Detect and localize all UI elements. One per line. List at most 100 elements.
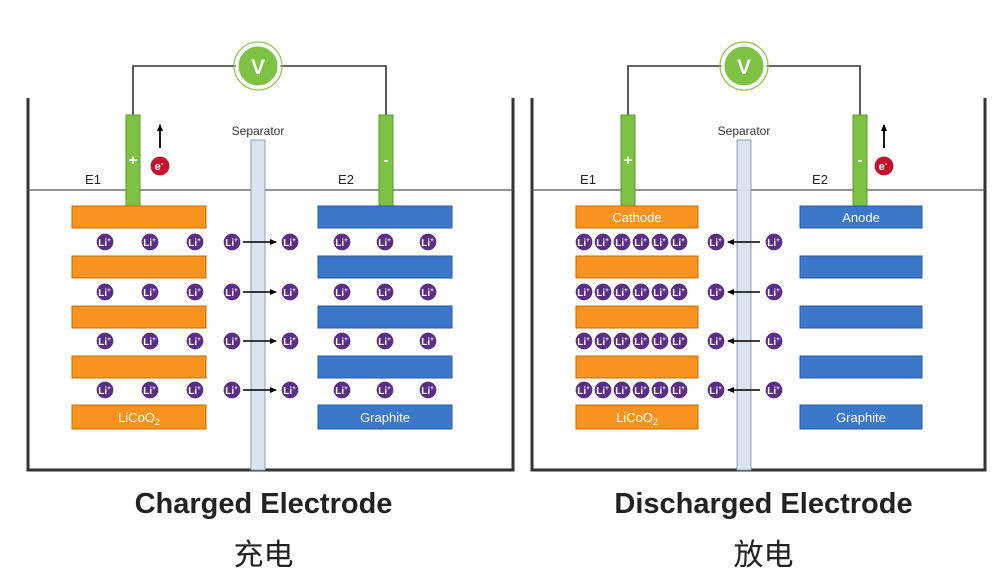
discharged-cathode-ion-1-3 <box>612 232 632 252</box>
charged-cathode-ion-3-3-charge: + <box>197 337 201 343</box>
discharged-moving-ion-b-3-charge: + <box>776 337 780 343</box>
charged-cathode-ion-3-3 <box>185 331 205 351</box>
charged-cathode-ion-4-3-charge: + <box>197 386 201 392</box>
charged-cathode-ion-2-3-label: Li+ <box>188 288 201 299</box>
discharged-moving-ion-a-1-charge: + <box>718 238 722 244</box>
discharged-moving-ion-a-2-label: Li+ <box>709 288 722 299</box>
charged-cathode-ion-1-3-label: Li+ <box>188 238 201 249</box>
charged-anode-ion-4-3-charge: + <box>430 386 434 392</box>
discharged-moving-ion-a-1-label: Li+ <box>709 238 722 249</box>
discharged-cathode-ion-2-1-charge: + <box>586 288 590 294</box>
charged-cathode-ion-1-2 <box>140 232 160 252</box>
discharged-left-terminal-name: E1 <box>580 172 596 187</box>
discharged-cathode-ion-4-2-label: Li+ <box>596 386 609 397</box>
charged-anode-ion-1-3-charge: + <box>430 238 434 244</box>
discharged-cathode-ion-1-3-label: Li+ <box>615 238 628 249</box>
discharged-cathode-ion-2-6-charge: + <box>681 288 685 294</box>
discharged-cathode-ion-2-1 <box>574 282 594 302</box>
discharged-cathode-ion-2-2 <box>593 282 613 302</box>
charged-cathode-ion-2-2-label: Li+ <box>143 288 156 299</box>
discharged-cathode-ion-2-2-label: Li+ <box>596 288 609 299</box>
discharged-electron-minus: - <box>885 159 888 168</box>
discharged-cathode-ion-3-6 <box>669 331 689 351</box>
discharged-cathode-ion-2-4 <box>631 282 651 302</box>
charged-anode-ion-2-2 <box>375 282 395 302</box>
charged-voltmeter-ring <box>233 41 283 91</box>
discharged-right-terminal-name: E2 <box>812 172 828 187</box>
charged-moving-ion-a-1-label: Li+ <box>225 238 238 249</box>
charged-tank <box>26 98 515 472</box>
charged-cathode-ion-2-3 <box>185 282 205 302</box>
discharged-cathode-ion-4-1-label: Li+ <box>577 386 590 397</box>
charged-anode-ion-1-2 <box>375 232 395 252</box>
charged-moving-ion-a-2-label: Li+ <box>225 288 238 299</box>
charged-cathode-label-sub: 2 <box>155 417 160 427</box>
charged-cathode-ion-4-3 <box>185 380 205 400</box>
discharged-cathode-ion-4-1-charge: + <box>586 386 590 392</box>
charged-cathode-ion-3-1-label: Li+ <box>98 337 111 348</box>
discharged-cathode-ion-2-3-charge: + <box>624 288 628 294</box>
discharged-cathode-ion-3-6-charge: + <box>681 337 685 343</box>
charged-wire <box>132 65 387 115</box>
discharged-moving-ion-b-3-label: Li+ <box>767 337 780 348</box>
discharged-wire <box>627 65 861 115</box>
charged-moving-ion-a-4 <box>222 380 242 400</box>
discharged-anode-base <box>799 404 923 430</box>
charged-anode-ion-4-1-label: Li+ <box>335 386 348 397</box>
discharged-anode-layer-1 <box>799 205 923 229</box>
charged-moving-ion-b-3-label: Li+ <box>283 337 296 348</box>
discharged-cathode-ion-2-3 <box>612 282 632 302</box>
discharged-voltmeter-ring <box>719 41 769 91</box>
charged-cathode-ion-2-2-charge: + <box>152 288 156 294</box>
charged-moving-ion-b-1-charge: + <box>292 238 296 244</box>
charged-moving-ion-b-4 <box>280 380 300 400</box>
discharged-cathode-ion-4-4 <box>631 380 651 400</box>
discharged-cathode-ion-1-5-charge: + <box>662 238 666 244</box>
charged-cathode-ion-1-2-charge: + <box>152 238 156 244</box>
discharged-moving-ion-a-2 <box>706 282 726 302</box>
charged-moving-ion-a-2-charge: + <box>234 288 238 294</box>
discharged-cathode-ion-1-1 <box>574 232 594 252</box>
discharged-cathode-ion-1-6-label: Li+ <box>672 238 685 249</box>
discharged-cathode-base <box>575 404 699 430</box>
discharged-electron-label: e- <box>879 159 888 173</box>
discharged-moving-ion-b-2 <box>764 282 784 302</box>
discharged-moving-ion-b-1 <box>764 232 784 252</box>
discharged-cathode-ion-2-5-label: Li+ <box>653 288 666 299</box>
charged-anode-layer-1 <box>317 205 453 229</box>
discharged-cathode-ion-4-5-label: Li+ <box>653 386 666 397</box>
charged-cathode-ion-2-1 <box>95 282 115 302</box>
charged-right-terminal-name: E2 <box>338 172 354 187</box>
discharged-cathode-ion-3-1 <box>574 331 594 351</box>
charged-cathode-ion-4-3-label: Li+ <box>188 386 201 397</box>
charged-cathode-ion-2-2 <box>140 282 160 302</box>
discharged-cathode-layer-2 <box>575 255 699 279</box>
charged-voltmeter-label: V <box>251 56 265 79</box>
discharged-anode-layer-4 <box>799 355 923 379</box>
charged-anode-ion-2-1 <box>332 282 352 302</box>
discharged-cathode-ion-3-2-label: Li+ <box>596 337 609 348</box>
discharged-cathode-ion-1-5-label: Li+ <box>653 238 666 249</box>
discharged-electron-icon <box>873 155 895 177</box>
discharged-cathode-ion-2-3-label: Li+ <box>615 288 628 299</box>
discharged-cathode-ion-2-4-label: Li+ <box>634 288 647 299</box>
discharged-cathode-ion-2-5-charge: + <box>662 288 666 294</box>
discharged-cathode-ion-4-4-label: Li+ <box>634 386 647 397</box>
charged-cathode-ion-1-3 <box>185 232 205 252</box>
charged-moving-ion-a-3-label: Li+ <box>225 337 238 348</box>
charged-cathode-ion-1-2-label: Li+ <box>143 238 156 249</box>
charged-electron-label: e- <box>155 159 164 173</box>
discharged-cathode-ion-2-5 <box>650 282 670 302</box>
charged-anode-ion-1-1-charge: + <box>344 238 348 244</box>
charged-anode-ion-4-1-charge: + <box>344 386 348 392</box>
discharged-cathode-ion-1-2-label: Li+ <box>596 238 609 249</box>
charged-electron-icon <box>149 155 171 177</box>
discharged-cathode-ion-3-4-charge: + <box>643 337 647 343</box>
discharged-cathode-ion-2-1-label: Li+ <box>577 288 590 299</box>
charged-cathode-ion-4-2-charge: + <box>152 386 156 392</box>
charged-anode-ion-4-3-label: Li+ <box>421 386 434 397</box>
charged-anode-ion-4-2 <box>375 380 395 400</box>
charged-subtitle: 充电 <box>233 538 294 573</box>
